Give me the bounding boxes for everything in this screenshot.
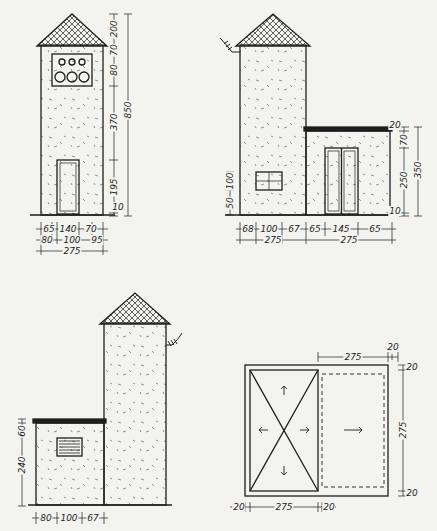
dimension-label: 20 (388, 120, 401, 130)
dimension-label: 20 (405, 362, 418, 372)
dimension-label: 200 (109, 19, 119, 38)
dimension-label: 275 (339, 235, 358, 245)
dimension-label: 240 (17, 455, 27, 474)
dimension-label: 65 (42, 224, 55, 234)
dimension-label: 350 (413, 160, 423, 179)
dimension-label: 250 (399, 170, 409, 189)
dimension-label: 70 (109, 43, 119, 56)
dimension-label: 70 (399, 133, 409, 146)
dimension-label: 275 (62, 246, 81, 256)
dimension-label: 80 (39, 513, 52, 523)
dimension-label: 100 (259, 224, 278, 234)
dimension-label: 275 (274, 502, 293, 512)
dimension-label: 100 (225, 171, 235, 190)
dimension-label: 20 (386, 342, 399, 352)
dimension-label: 195 (109, 177, 119, 196)
dimension-label: 68 (241, 224, 254, 234)
dimension-label: 65 (368, 224, 381, 234)
dimension-label: 20 (405, 488, 418, 498)
dimension-label: 275 (398, 420, 408, 439)
dimension-label: 370 (109, 112, 119, 131)
dimension-label: 100 (62, 235, 81, 245)
dimension-label: 70 (84, 224, 97, 234)
dimension-label: 67 (287, 224, 300, 234)
dimension-label: 95 (90, 235, 103, 245)
dimension-label: 80 (40, 235, 53, 245)
dimension-label: 20 (232, 502, 245, 512)
dimension-label: 65 (308, 224, 321, 234)
dimension-label: 275 (263, 235, 282, 245)
dimension-label: 67 (86, 513, 99, 523)
dimension-label: 50 (225, 196, 235, 209)
dimension-label: 10 (388, 206, 401, 216)
dimension-label: 850 (123, 100, 133, 119)
dimension-label: 10 (111, 202, 124, 212)
dimension-label: 60 (17, 424, 27, 437)
dimension-label: 275 (343, 352, 362, 362)
dimension-label: 80 (109, 63, 119, 76)
dimension-label: 100 (59, 513, 78, 523)
dimension-label: 20 (322, 502, 335, 512)
dimension-label: 140 (58, 224, 77, 234)
dimension-label: 145 (331, 224, 350, 234)
